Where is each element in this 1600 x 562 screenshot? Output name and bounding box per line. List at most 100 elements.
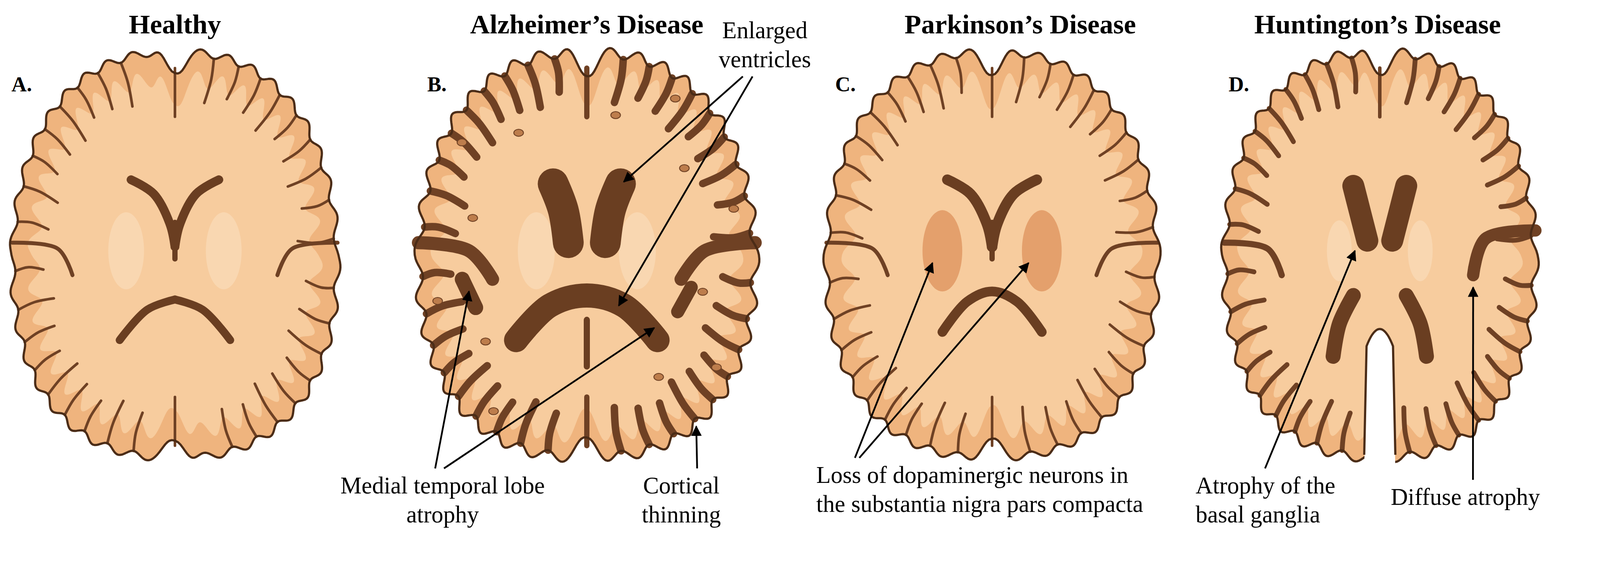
label-slot: Healthy <box>43 7 307 41</box>
sulcus <box>1070 90 1095 128</box>
cortex-fill <box>414 47 760 462</box>
sulcus <box>956 58 962 93</box>
midline-fissure <box>173 68 177 117</box>
sulcus <box>120 62 133 107</box>
sulcus <box>1499 307 1528 321</box>
atrophy-patch <box>457 138 467 146</box>
sulcus <box>1474 114 1495 138</box>
sulcus <box>907 76 924 112</box>
label-slot: Atrophy of the basal ganglia <box>1195 471 1354 530</box>
sulcus <box>1094 369 1120 398</box>
callout-label: Cortical thinning <box>628 471 735 530</box>
sulcus <box>301 200 330 209</box>
leader-arrow <box>696 426 698 469</box>
sulcus <box>1316 401 1332 444</box>
ventricle <box>942 291 1042 332</box>
atrophy-patch <box>610 111 621 119</box>
sulcus <box>451 133 477 157</box>
sulcus <box>844 163 870 181</box>
sulcus <box>830 232 863 239</box>
sulcus <box>1235 188 1268 205</box>
sulcus <box>870 112 898 146</box>
sulcus <box>1109 324 1145 347</box>
sulcus <box>704 355 728 377</box>
ventricle <box>1406 295 1427 357</box>
atrophy-gap <box>1364 329 1396 471</box>
ventricle <box>947 179 993 247</box>
sulcus <box>1403 407 1410 452</box>
sulcus <box>439 160 464 177</box>
sulcus <box>887 92 906 122</box>
sulcus <box>705 327 739 350</box>
sulcus <box>1120 190 1148 201</box>
midline-fissure <box>173 396 177 446</box>
sulcus <box>288 330 322 355</box>
atrophy-patch <box>698 288 708 296</box>
callout-label: Diffuse atrophy <box>1390 482 1580 512</box>
ventricle <box>605 183 621 243</box>
sulcus <box>548 413 557 451</box>
lateral-fissure <box>418 242 493 280</box>
sulcus <box>23 186 58 203</box>
basal-ganglia <box>1327 220 1353 282</box>
sulcus <box>44 129 70 155</box>
sulcus <box>1341 413 1350 451</box>
sulcus <box>1269 108 1294 142</box>
sulcus <box>255 94 280 131</box>
leader-arrow <box>623 76 743 182</box>
sulcus <box>1425 408 1437 446</box>
lateral-fissure <box>1096 242 1158 276</box>
label-slot: A. <box>11 71 51 98</box>
sulcus <box>64 384 87 415</box>
label-slot: Enlarged ventricles <box>698 15 831 74</box>
white-matter <box>841 71 1143 439</box>
sulcus <box>243 404 257 437</box>
sulcus <box>1457 382 1479 421</box>
sulcus <box>829 278 859 284</box>
sulcus <box>1057 74 1074 110</box>
sulcus <box>1126 272 1155 279</box>
sulcus <box>424 226 456 234</box>
basal-ganglia <box>108 212 144 290</box>
sulcus <box>1243 158 1267 176</box>
sulcus <box>957 414 966 453</box>
sulcus <box>18 298 55 310</box>
sulcus <box>17 221 49 230</box>
panel-title: Parkinson’s Disease <box>844 7 1197 41</box>
sulcus <box>1326 64 1338 107</box>
white-matter <box>27 71 323 439</box>
leader-arrow <box>618 76 753 306</box>
sulcus <box>48 363 78 395</box>
sulcus <box>688 113 710 137</box>
sulcus <box>638 408 650 445</box>
sulcus <box>1099 132 1127 157</box>
sulcus <box>855 136 883 161</box>
sulcus <box>1483 138 1509 160</box>
callout-label: Loss of dopaminergic neurons in the subs… <box>816 460 1149 519</box>
sulcus <box>1443 78 1460 112</box>
ventricle <box>130 179 175 247</box>
basal-ganglia <box>517 212 555 290</box>
sulcus <box>426 301 462 314</box>
leader-arrow <box>1265 250 1355 469</box>
ventricle <box>174 299 231 341</box>
sulcus <box>713 233 750 239</box>
sulcus <box>689 371 713 400</box>
sulcus <box>287 167 322 187</box>
atrophy-patch <box>432 297 443 305</box>
sulcus <box>1022 407 1031 452</box>
sulcus <box>1116 227 1153 233</box>
leader-arrow <box>1472 287 1474 480</box>
sulcus <box>614 407 622 451</box>
sulcus <box>1488 329 1520 352</box>
sulcus <box>867 368 896 401</box>
label-slot: Parkinson’s Disease <box>844 7 1197 41</box>
ventricle <box>1392 185 1407 241</box>
sulcus <box>1230 300 1265 313</box>
basal-ganglia <box>205 212 242 290</box>
sulcus <box>59 106 86 141</box>
label-slot: Loss of dopaminergic neurons in the subs… <box>816 460 1149 519</box>
atrophy-patch <box>480 338 491 346</box>
